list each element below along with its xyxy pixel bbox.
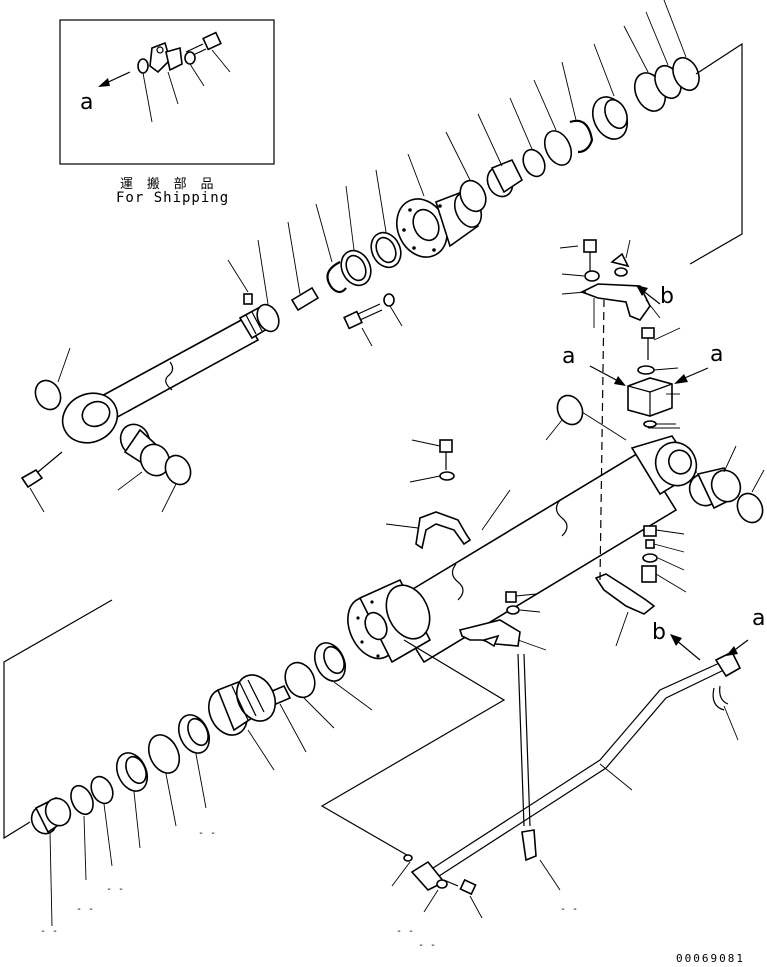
grease-fitting [20,451,63,513]
rod-assembly [20,0,743,513]
cylinder-head [396,153,483,258]
bushing-lower [30,796,72,927]
seal-ring-eye [164,454,192,486]
lock-washer [256,303,280,333]
piston-rings [591,43,629,140]
inset-lock-plate [149,41,183,105]
upper-clamp-bracket [559,239,661,328]
fitting-stack [641,525,687,593]
callout-a-lower-right: a [752,606,766,631]
inset-caption-jp: 運 搬 部 品 [120,177,217,192]
callout-a-upper-right: a [710,342,724,367]
dust-seal-rod-eye [34,379,62,411]
piston [207,674,277,771]
backup-ring [522,148,546,178]
callout-b-lower: b [652,620,666,645]
bushing-rod-eye [117,423,171,491]
stray-mark-6: - - [418,940,437,951]
ring-lower-2 [70,784,94,816]
piston-pin [290,286,320,312]
stray-mark-7: - - [560,904,579,915]
shipping-inset [59,19,275,165]
figure-id: 00069081 [676,952,745,965]
tube-flange [347,578,432,664]
snap-ring-lower [90,775,114,805]
set-screw [243,293,253,305]
stray-mark-4: - - [40,926,59,937]
stray-mark-2: - - [106,884,125,895]
inset-washer [184,51,205,87]
right-clamp-b [594,299,656,647]
cylinder-tube [347,394,765,664]
tube-top-seal [556,394,584,426]
head-seal [459,179,487,213]
lower-middle-clamp [458,591,547,651]
head-bolt [343,293,403,347]
callout-b-upper: b [660,284,674,309]
u-packing [543,130,573,166]
piston-assembly [3,599,506,927]
piston-seal-b [284,661,316,699]
inset-arrow-a [98,71,131,87]
valve-block [589,327,709,428]
inset-arrow-label: a [80,90,94,115]
head-bushing [477,113,524,198]
tube-bushing [688,445,742,510]
snap-ring [326,261,347,294]
seal-ring-4 [672,56,700,92]
tube-dust-seal [736,492,764,524]
callout-a-upper-left: a [562,344,576,369]
stray-mark-1: - - [198,828,217,839]
inset-ring [137,58,153,123]
stray-mark-3: - - [76,904,95,915]
slipper-seal [147,734,181,774]
middle-clamp [385,439,472,550]
snap-ring-2 [569,119,594,154]
stray-mark-5: - - [396,926,415,937]
hydraulic-pipe [391,634,749,919]
inset-caption-en: For Shipping [116,190,230,206]
